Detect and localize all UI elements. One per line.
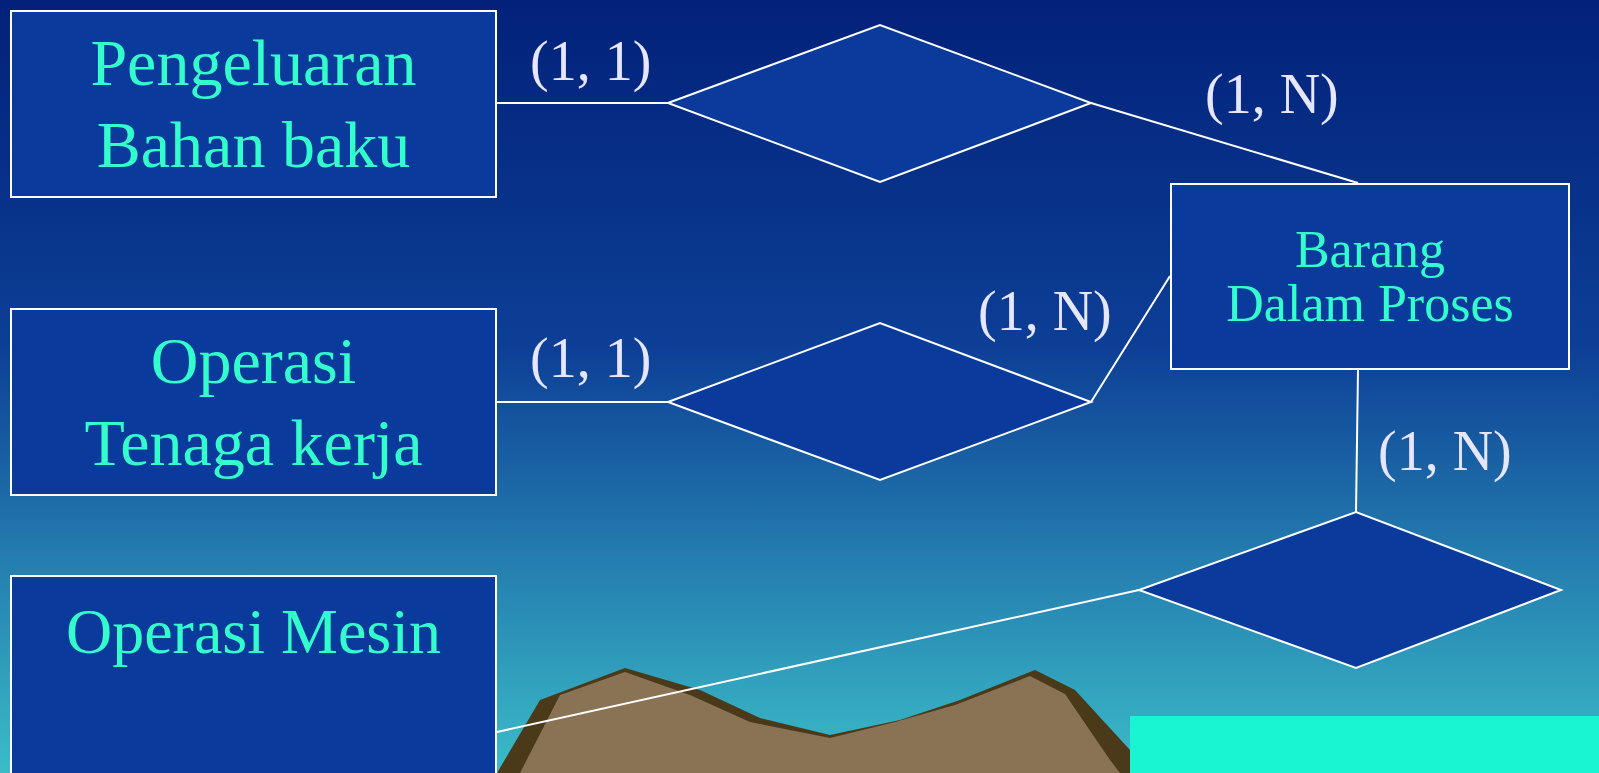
cardinality-label: (1, 1) bbox=[530, 33, 651, 89]
entity-box: Operasi Tenaga kerja bbox=[10, 308, 497, 496]
relationship-diamond bbox=[668, 323, 1091, 480]
entity-name: Pengeluaran Bahan baku bbox=[44, 22, 464, 187]
entity-name: Barang Dalam Proses bbox=[1190, 223, 1550, 329]
cardinality-label: (1, N) bbox=[978, 283, 1112, 339]
entity-name: Operasi Mesin bbox=[66, 601, 441, 663]
cardinality-label: (1, N) bbox=[1378, 423, 1512, 479]
entity-box: Pengeluaran Bahan baku bbox=[10, 10, 497, 198]
relationship-line bbox=[497, 370, 1358, 732]
cardinality-label: (1, N) bbox=[1205, 66, 1339, 122]
mountain-shadow bbox=[497, 668, 1140, 773]
entity-box: Operasi Mesin bbox=[10, 575, 497, 773]
sea-band bbox=[1130, 716, 1599, 773]
entity-box: Barang Dalam Proses bbox=[1170, 183, 1570, 370]
entity-name: Operasi Tenaga kerja bbox=[44, 320, 464, 485]
relationship-diamond bbox=[668, 25, 1091, 182]
mountain bbox=[520, 672, 1120, 773]
cardinality-label: (1, 1) bbox=[530, 330, 651, 386]
relationship-line bbox=[497, 276, 1170, 402]
relationship-diamond bbox=[1139, 512, 1561, 668]
